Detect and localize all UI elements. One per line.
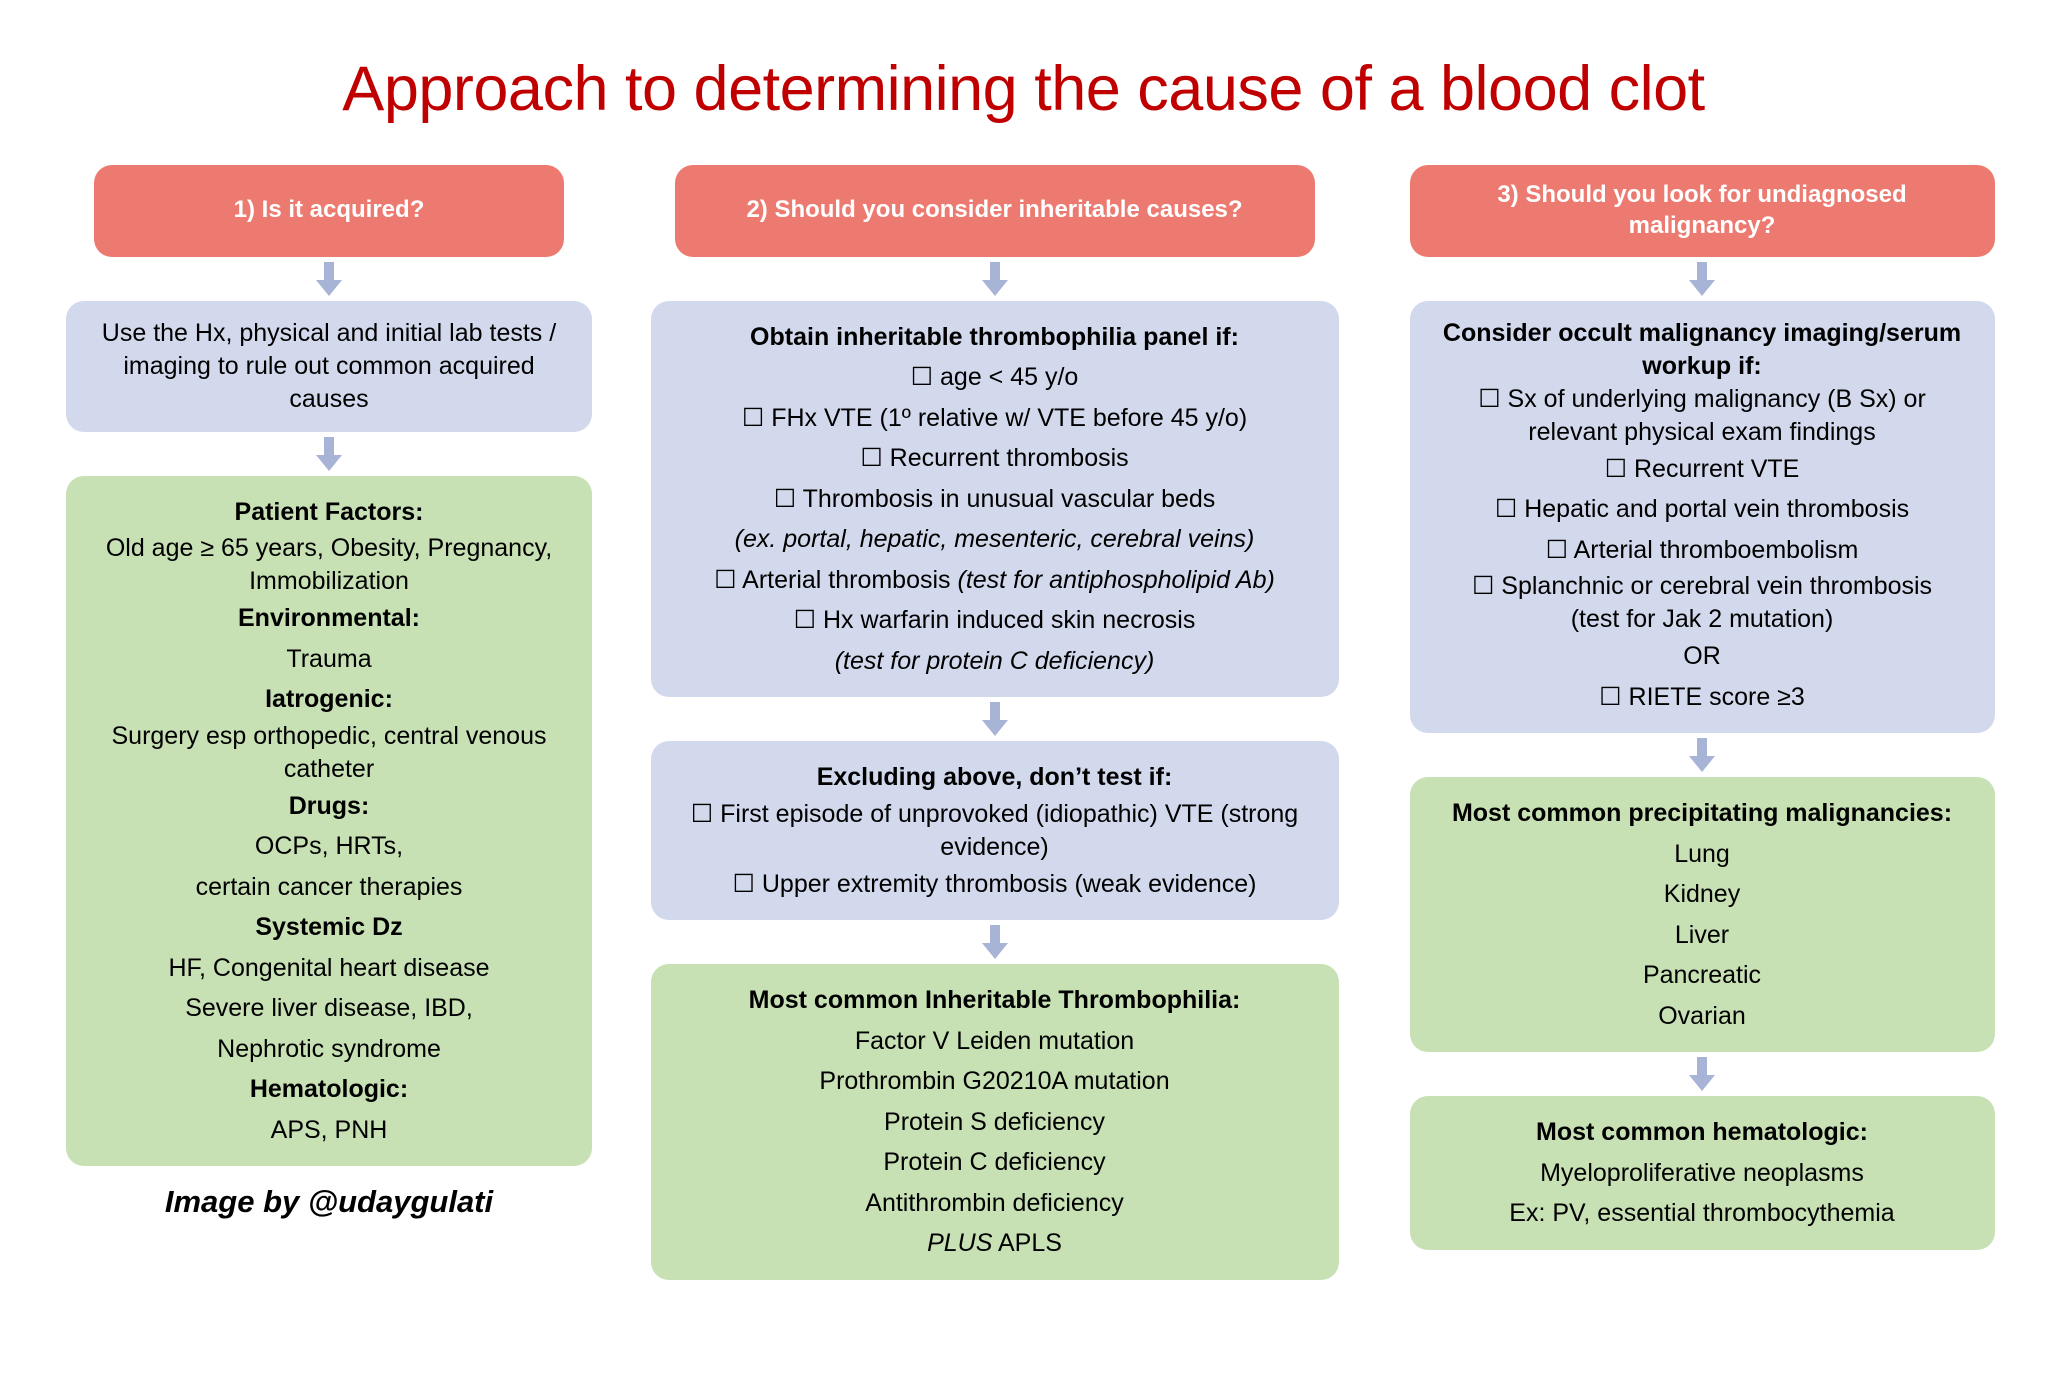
flowchart-columns: 1) Is it acquired? Use the Hx, physical … — [0, 164, 2047, 1280]
box-line-checkbox: ☐ age < 45 y/o — [910, 363, 1079, 392]
box-line: Environmental: — [238, 604, 420, 633]
box-line: Most common Inheritable Thrombophilia: — [748, 986, 1241, 1015]
arrow-down-icon — [654, 257, 1335, 301]
box-line: HF, Congenital heart disease — [168, 953, 490, 982]
box-line-checkbox: ☐ Hepatic and portal vein thrombosis — [1494, 495, 1910, 524]
box-common-inheritable-thrombophilias[interactable]: Most common Inheritable Thrombophilia: F… — [650, 964, 1339, 1280]
box-line: certain cancer therapies — [195, 872, 463, 901]
box-line-checkbox: ☐ Arterial thrombosis (test for antiphos… — [714, 565, 1275, 594]
box-line: Excluding above, don’t test if: — [816, 763, 1173, 792]
box-line: Immobilization — [249, 567, 409, 596]
box-line: Ovarian — [1658, 1001, 1746, 1030]
arrow-down-icon — [1399, 733, 2005, 777]
column-header-label: 1) Is it acquired? — [233, 196, 425, 224]
arrow-down-icon — [654, 697, 1335, 741]
box-line: Kidney — [1663, 880, 1741, 909]
box-line: (ex. portal, hepatic, mesenteric, cerebr… — [734, 525, 1255, 554]
column-header-inheritable[interactable]: 2) Should you consider inheritable cause… — [674, 164, 1315, 257]
box-line: catheter — [283, 754, 375, 783]
box-line-checkbox: ☐ Sx of underlying malignancy (B Sx) or — [1478, 384, 1926, 413]
box-line: relevant physical exam findings — [1528, 417, 1876, 446]
box-common-hematologic[interactable]: Most common hematologic: Myeloproliferat… — [1409, 1096, 1995, 1250]
box-line-checkbox: ☐ Arterial thromboembolism — [1545, 535, 1859, 564]
box-line: Most common precipitating malignancies: — [1451, 799, 1953, 828]
box-line: Ex: PV, essential thrombocythemia — [1509, 1199, 1895, 1228]
box-line: Antithrombin deficiency — [865, 1188, 1124, 1217]
box-line: evidence) — [940, 832, 1049, 861]
box-line: Drugs: — [288, 791, 370, 820]
box-line-checkbox: ☐ Splanchnic or cerebral vein thrombosis — [1471, 572, 1933, 601]
box-line-checkbox: ☐ Recurrent thrombosis — [860, 444, 1129, 473]
box-line: Patient Factors: — [234, 497, 424, 526]
column-header-acquired[interactable]: 1) Is it acquired? — [94, 164, 564, 257]
box-common-precipitating-malignancies[interactable]: Most common precipitating malignancies: … — [1409, 777, 1995, 1053]
box-line: Prothrombin G20210A mutation — [819, 1067, 1170, 1096]
box-line: Trauma — [286, 644, 372, 673]
box-line-checkbox: ☐ RIETE score ≥3 — [1599, 682, 1805, 711]
box-line: APS, PNH — [270, 1115, 388, 1144]
box-line: Hematologic: — [249, 1075, 409, 1104]
arrow-down-icon — [66, 432, 592, 476]
box-line-checkbox: ☐ First episode of unprovoked (idiopathi… — [690, 799, 1299, 828]
box-thrombophilia-panel-indications[interactable]: Obtain inheritable thrombophilia panel i… — [650, 300, 1339, 698]
box-line-checkbox: ☐ Hx warfarin induced skin necrosis — [793, 606, 1196, 635]
column-malignancy: 3) Should you look for undiagnosed malig… — [1391, 164, 2013, 1250]
box-line: Systemic Dz — [255, 913, 403, 942]
arrow-down-icon — [1399, 257, 2005, 301]
column-inheritable: 2) Should you consider inheritable cause… — [642, 164, 1347, 1280]
box-line: Old age ≥ 65 years, Obesity, Pregnancy, — [105, 534, 553, 563]
column-header-label: 2) Should you consider inheritable cause… — [746, 196, 1243, 224]
column-acquired: 1) Is it acquired? Use the Hx, physical … — [34, 164, 624, 1221]
box-line-or: OR — [1683, 642, 1721, 671]
box-line: Liver — [1674, 920, 1730, 949]
box-line: Nephrotic syndrome — [217, 1034, 441, 1063]
box-line-checkbox: ☐ Recurrent VTE — [1604, 454, 1800, 483]
arrow-down-icon — [66, 257, 592, 301]
flowchart-page: Approach to determining the cause of a b… — [0, 42, 2047, 1400]
box-acquired-causes[interactable]: Patient Factors: Old age ≥ 65 years, Obe… — [66, 475, 592, 1167]
column-header-malignancy[interactable]: 3) Should you look for undiagnosed malig… — [1409, 164, 1995, 257]
box-line: Severe liver disease, IBD, — [185, 994, 473, 1023]
box-line: workup if: — [1642, 351, 1762, 380]
box-line-checkbox: ☐ Thrombosis in unusual vascular beds — [773, 484, 1216, 513]
box-do-not-test-criteria[interactable]: Excluding above, don’t test if: ☐ First … — [650, 741, 1339, 921]
box-line: Most common hematologic: — [1536, 1118, 1868, 1147]
box-line: Protein S deficiency — [884, 1107, 1105, 1136]
page-title: Approach to determining the cause of a b… — [342, 54, 1705, 125]
box-line: OCPs, HRTs, — [254, 832, 404, 861]
box-line: Lung — [1674, 839, 1730, 868]
box-line-checkbox: ☐ FHx VTE (1º relative w/ VTE before 45 … — [741, 403, 1248, 432]
box-line: Protein C deficiency — [883, 1148, 1106, 1177]
image-credit: Image by @udaygulati — [164, 1184, 494, 1220]
box-line: Consider occult malignancy imaging/serum — [1442, 318, 1962, 347]
arrow-down-icon — [654, 920, 1335, 964]
arrow-down-icon — [1399, 1052, 2005, 1096]
box-line-checkbox: ☐ Upper extremity thrombosis (weak evide… — [732, 869, 1257, 898]
box-line-plus-apls: PLUS APLS — [927, 1229, 1062, 1258]
box-line: (test for Jak 2 mutation) — [1570, 605, 1834, 634]
column-header-label: 3) Should you look for undiagnosed malig… — [1497, 180, 1907, 239]
box-line: Use the Hx, physical and initial lab tes… — [101, 318, 557, 347]
box-line: Factor V Leiden mutation — [854, 1026, 1135, 1055]
box-line: Surgery esp orthopedic, central venous — [111, 721, 547, 750]
box-line: causes — [289, 384, 369, 413]
box-line: (test for protein C deficiency) — [834, 646, 1155, 675]
box-line: Myeloproliferative neoplasms — [1540, 1158, 1864, 1187]
box-line: imaging to rule out common acquired — [123, 351, 535, 380]
box-line: Iatrogenic: — [265, 685, 393, 714]
box-line: Obtain inheritable thrombophilia panel i… — [750, 322, 1239, 351]
box-initial-workup[interactable]: Use the Hx, physical and initial lab tes… — [66, 300, 592, 432]
box-line: Pancreatic — [1642, 961, 1762, 990]
box-occult-malignancy-workup[interactable]: Consider occult malignancy imaging/serum… — [1409, 300, 1995, 734]
